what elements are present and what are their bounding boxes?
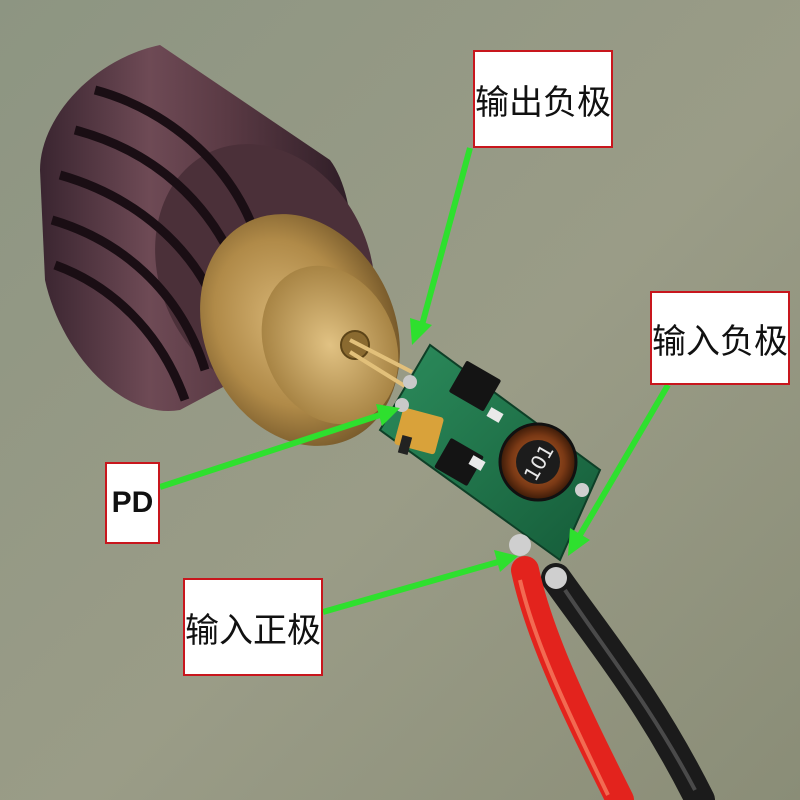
- label-input-positive: 输入正极: [183, 578, 323, 676]
- arrow-output-negative: [410, 147, 473, 345]
- arrow-input-positive: [322, 550, 518, 615]
- red-wire-highlight: [518, 579, 610, 796]
- red-wire: [511, 556, 634, 800]
- label-output-negative: 输出负极: [473, 50, 613, 148]
- label-input-negative: 输入负极: [650, 291, 790, 385]
- driver-pcb: 101: [378, 343, 602, 589]
- brass-laser-module: [200, 214, 413, 446]
- arrow-input-negative: [568, 383, 671, 556]
- callout-arrows: [159, 147, 671, 615]
- arrow-pd: [159, 404, 400, 490]
- label-pd: PD: [105, 462, 160, 544]
- power-wires: [511, 556, 715, 800]
- black-wire-highlight: [563, 588, 697, 791]
